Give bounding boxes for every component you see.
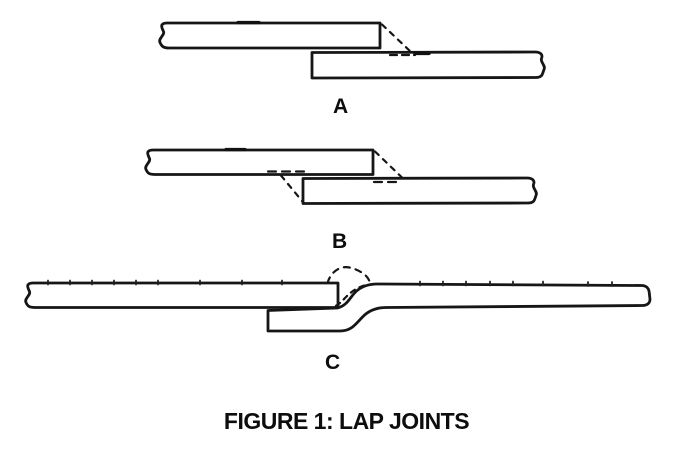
lap-joint-c-drawing [24,266,652,333]
lap-joint-b-drawing [144,147,538,205]
panel-b-bottom-weld-dashed-line [279,174,304,203]
panel-a-lower-plate [310,50,546,80]
panel-a-scan-smudge [236,20,431,56]
panel-label-a: A [333,95,349,118]
panel-a-weld-dashed-line [380,23,413,54]
panel-c-weld-dashed-arc [326,266,371,285]
panel-c-scan-ticks [47,279,613,287]
panel-label-c: C [325,351,341,374]
panel-label-b: B [332,230,348,253]
panel-c-inner-dashed-curve [333,284,366,308]
figure-caption: FIGURE 1: LAP JOINTS [223,408,470,434]
panel-b-lower-plate [301,176,538,205]
panel-c-left-plate [24,281,340,309]
panel-c-right-joggled-plate [266,282,652,333]
panel-b-top-weld-dashed-line [373,150,404,179]
panel-b-upper-plate [144,148,375,176]
lap-joint-a-drawing [158,20,546,80]
panel-a-upper-plate [158,21,382,50]
